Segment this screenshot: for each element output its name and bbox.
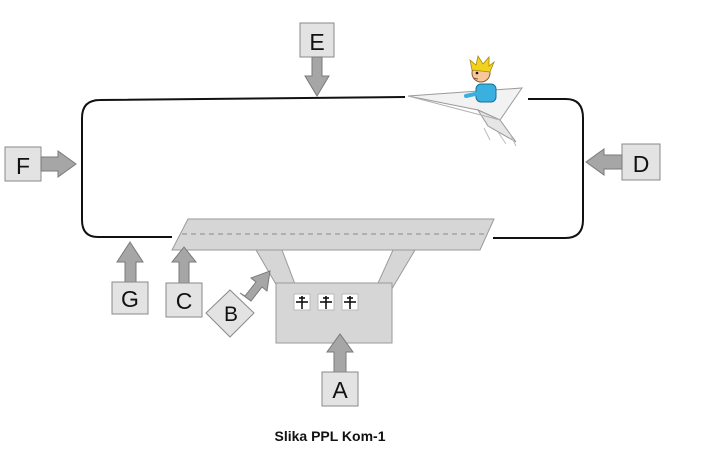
arrow-g [116, 241, 144, 283]
label-f: F [16, 153, 30, 179]
label-box-a: A [321, 371, 359, 407]
apron [275, 282, 393, 344]
arrow-f [40, 150, 77, 178]
label-c: C [176, 288, 193, 314]
label-box-c: C [165, 282, 203, 318]
label-box-d: D [621, 143, 661, 181]
label-b: B [224, 303, 238, 326]
label-box-b: B [205, 289, 255, 338]
figure-caption: Slika PPL Kom-1 [274, 428, 386, 444]
label-g: G [121, 286, 139, 312]
label-box-f: F [4, 146, 42, 182]
label-d: D [633, 151, 650, 177]
arrow-e [304, 56, 330, 97]
arrow-a [326, 333, 354, 373]
traffic-circuit [81, 96, 584, 239]
label-a: A [332, 377, 348, 403]
parked-aircraft-icon [293, 293, 359, 311]
label-box-g: G [111, 281, 149, 315]
arrow-d [585, 148, 623, 176]
label-e: E [309, 29, 324, 55]
paper-plane-pilot-icon [407, 54, 523, 147]
arrow-c [170, 246, 198, 284]
arrow-b [239, 270, 271, 302]
runway [171, 218, 495, 251]
label-box-e: E [299, 22, 335, 58]
